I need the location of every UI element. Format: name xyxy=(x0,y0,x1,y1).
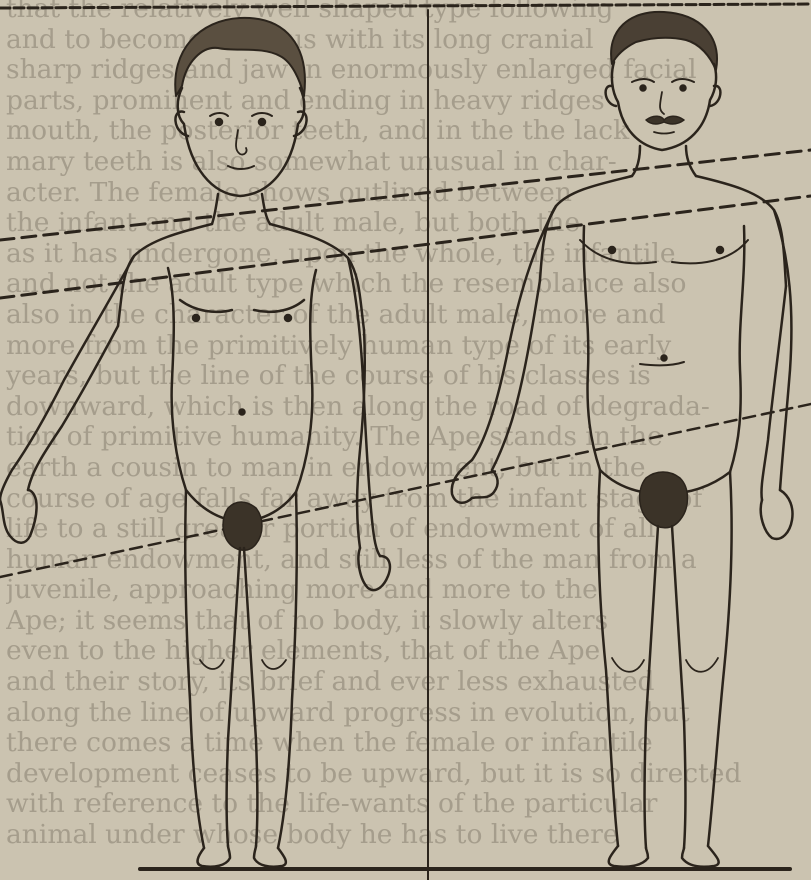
adult-fig-leaf xyxy=(640,472,688,528)
adult-mustache xyxy=(646,116,684,124)
top-dashed-border xyxy=(0,4,811,8)
child-figure xyxy=(0,18,390,867)
child-head xyxy=(178,88,305,196)
child-fig-leaf xyxy=(223,502,262,550)
child-hair xyxy=(175,18,305,96)
adult-head xyxy=(612,62,716,150)
adult-hair xyxy=(611,12,717,70)
dashed-line-shoulder xyxy=(0,196,811,298)
adult-figure xyxy=(452,12,793,867)
